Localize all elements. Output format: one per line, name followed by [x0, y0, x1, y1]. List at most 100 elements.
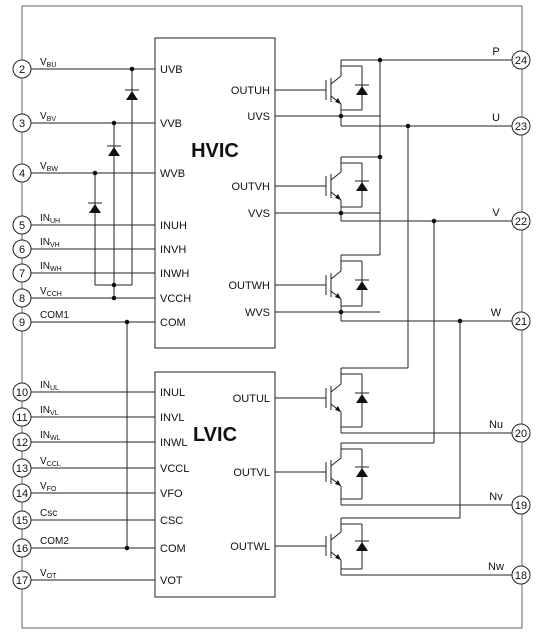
- pin-number: 10: [16, 387, 28, 399]
- hvic-port-uvb: UVB: [160, 64, 183, 76]
- pin-signal-label: VOT: [40, 568, 57, 580]
- pin-number: 19: [515, 500, 527, 512]
- pin-number: 11: [16, 412, 27, 424]
- pin-number: 7: [19, 268, 25, 280]
- pin-number: 5: [19, 220, 25, 232]
- hvic-port-outuh: OUTUH: [231, 85, 270, 97]
- igbt-array: [325, 60, 369, 575]
- pin-signal-label: INUH: [40, 213, 60, 225]
- pin-signal-label: INUL: [40, 380, 59, 392]
- pin-terminal-label: W: [491, 307, 502, 319]
- pin-circle: [12, 538, 32, 558]
- pin-22: 22V: [492, 207, 531, 231]
- igbt-ul-icon: [325, 368, 369, 433]
- pin-circle: [511, 565, 531, 585]
- pin-signal-label: VBU: [40, 57, 56, 69]
- lvic-port-inwl: INWL: [160, 437, 188, 449]
- bootstrap-diode-w-icon: [89, 204, 101, 213]
- pin-signal-label: VFO: [40, 481, 57, 493]
- pin-signal-sub: UL: [50, 385, 59, 392]
- pin-signal-label: INWH: [40, 261, 62, 273]
- pin-signal-main: V: [40, 111, 47, 122]
- pin-signal-sub: UH: [50, 218, 60, 225]
- pin-5: 5 INUH: [12, 213, 60, 235]
- pin-terminal-label: Nw: [488, 561, 504, 573]
- pin-number: 16: [16, 543, 28, 555]
- pin-circle: [12, 432, 32, 452]
- bootstrap-diode-v-icon: [108, 147, 120, 156]
- pin-circle: [12, 382, 32, 402]
- pin-circle: [12, 59, 32, 79]
- lvic-port-inul: INUL: [160, 387, 185, 399]
- lvic-port-vot: VOT: [160, 575, 183, 587]
- pin-signal-label: VCCL: [40, 456, 61, 468]
- lvic-port-outvl: OUTVL: [233, 467, 270, 479]
- igbt-wh-icon: [325, 255, 369, 312]
- lvic-block: LVIC INUL INVL INWL VCCL VFO CSC COM VOT…: [154, 371, 276, 598]
- pin-signal-main: V: [40, 57, 47, 68]
- pin-signal-label: COM1: [40, 310, 69, 321]
- pin-signal-main: V: [40, 456, 47, 467]
- pin-number: 15: [16, 515, 28, 527]
- hvic-port-com: COM: [160, 317, 186, 329]
- pin-circle: [12, 312, 32, 332]
- igbt-wl-icon: [325, 518, 369, 575]
- pin-terminal-label: Nv: [489, 491, 503, 503]
- left-pin-column: 2VBU3VBV4VBW5INUH6INVH7INWH8VCCH9COM110I…: [12, 57, 69, 590]
- hvic-port-vcch: VCCH: [160, 293, 191, 305]
- pin-23: 23U: [492, 112, 531, 136]
- pin-number: 3: [19, 118, 25, 130]
- pin-circle: [511, 495, 531, 515]
- hvic-port-vvs: VVS: [248, 208, 270, 220]
- pin-circle: [511, 311, 531, 331]
- pin-signal-main: IN: [40, 237, 50, 248]
- pin-signal-label: VCCH: [40, 286, 62, 298]
- igbt-vh-icon: [325, 157, 369, 213]
- pin-signal-main: IN: [40, 261, 50, 272]
- pin-circle: [511, 211, 531, 231]
- pin-circle: [12, 263, 32, 283]
- hvic-port-wvs: WVS: [245, 307, 270, 319]
- pin-signal-label: INWL: [40, 430, 61, 442]
- pin-circle: [12, 239, 32, 259]
- pin-number: 14: [16, 488, 28, 500]
- pin-number: 4: [19, 168, 25, 180]
- pin-circle: [12, 113, 32, 133]
- power-stage-wires: [275, 57, 512, 576]
- pin-signal-sub: OT: [47, 573, 57, 580]
- hvic-block: HVIC UVB VVB WVB INUH INVH INWH VCCH COM…: [154, 37, 276, 349]
- pin-signal-sub: VH: [50, 242, 60, 249]
- pin-number: 20: [515, 428, 527, 440]
- pin-circle: [12, 458, 32, 478]
- pin-circle: [12, 483, 32, 503]
- hvic-title: HVIC: [191, 140, 239, 162]
- pin-circle: [12, 288, 32, 308]
- pin-number: 21: [515, 316, 527, 328]
- pin-circle: [12, 215, 32, 235]
- pin-circle: [12, 570, 32, 590]
- pin-circle: [12, 163, 32, 183]
- pin-signal-sub: BW: [47, 166, 59, 173]
- pin-number: 8: [19, 293, 25, 305]
- hvic-port-uvs: UVS: [247, 111, 270, 123]
- pin-circle: [511, 423, 531, 443]
- pin-number: 6: [19, 244, 25, 256]
- pin-circle: [511, 50, 531, 70]
- lvic-port-outul: OUTUL: [233, 393, 270, 405]
- lvic-port-vccl: VCCL: [160, 463, 189, 475]
- pin-signal-sub: CCH: [47, 291, 62, 298]
- pin-signal-sub: WH: [50, 266, 62, 273]
- pin-7: 7 INWH: [12, 261, 62, 283]
- pin-signal-main: V: [40, 161, 47, 172]
- pin-signal-main: COM1: [40, 310, 69, 321]
- pin-circle: [12, 407, 32, 427]
- pin-signal-sub: CCL: [47, 461, 61, 468]
